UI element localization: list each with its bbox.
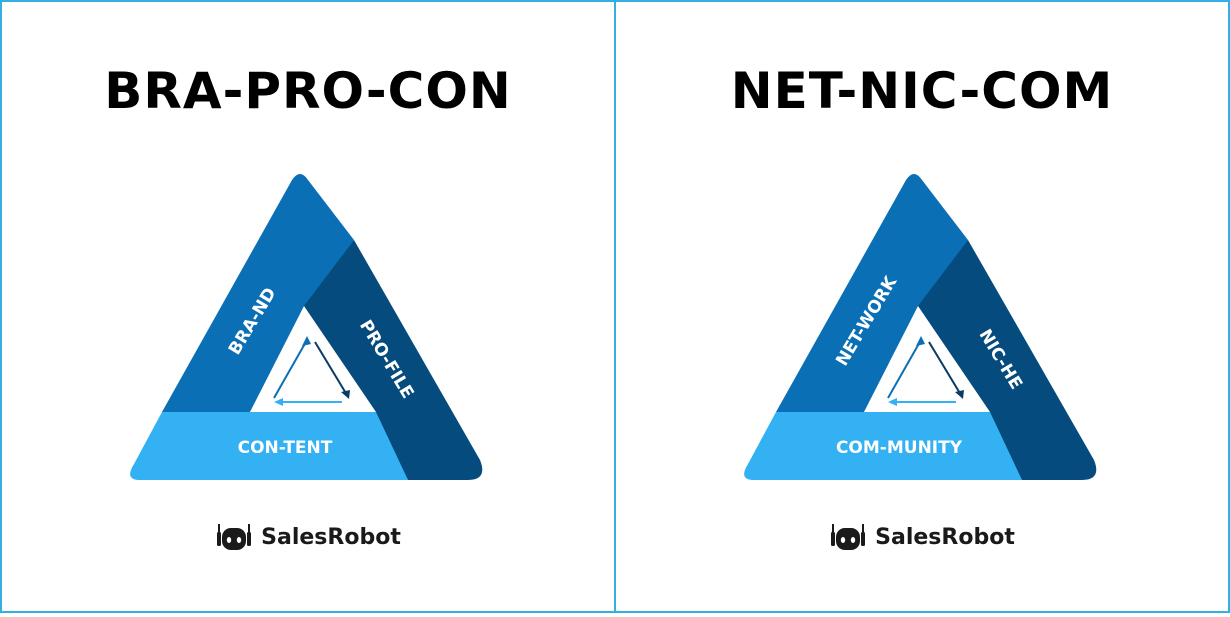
panel-title: NET-NIC-COM — [730, 62, 1114, 120]
panel-net-nic-com: NET-NIC-COM NET-WORK NIC-HE COM-MUNITY — [614, 0, 1230, 613]
triangle-diagram: NET-WORK NIC-HE COM-MUNITY — [744, 174, 1097, 480]
robot-icon — [217, 524, 252, 550]
segment-label-bottom: COM-MUNITY — [836, 438, 963, 458]
segment-left — [162, 174, 354, 412]
segment-right — [304, 240, 483, 480]
robot-icon — [831, 524, 866, 550]
panel-bra-pro-con: BRA-PRO-CON BRA-ND PRO-FILE CON-TENT — [0, 0, 616, 613]
brand-name: SalesRobot — [261, 524, 401, 550]
segment-bottom — [744, 412, 1022, 480]
cycle-arrows-icon — [273, 336, 350, 406]
segment-label-bottom: CON-TENT — [238, 438, 333, 458]
segment-bottom — [130, 412, 408, 480]
cycle-arrows-icon — [887, 336, 964, 406]
segment-right — [918, 240, 1097, 480]
panel-title: BRA-PRO-CON — [104, 62, 512, 120]
segment-left — [776, 174, 968, 412]
brand-logo: SalesRobot — [2, 522, 614, 552]
brand-name: SalesRobot — [875, 524, 1015, 550]
brand-logo: SalesRobot — [616, 522, 1228, 552]
triangle-diagram: BRA-ND PRO-FILE CON-TENT — [130, 174, 483, 480]
